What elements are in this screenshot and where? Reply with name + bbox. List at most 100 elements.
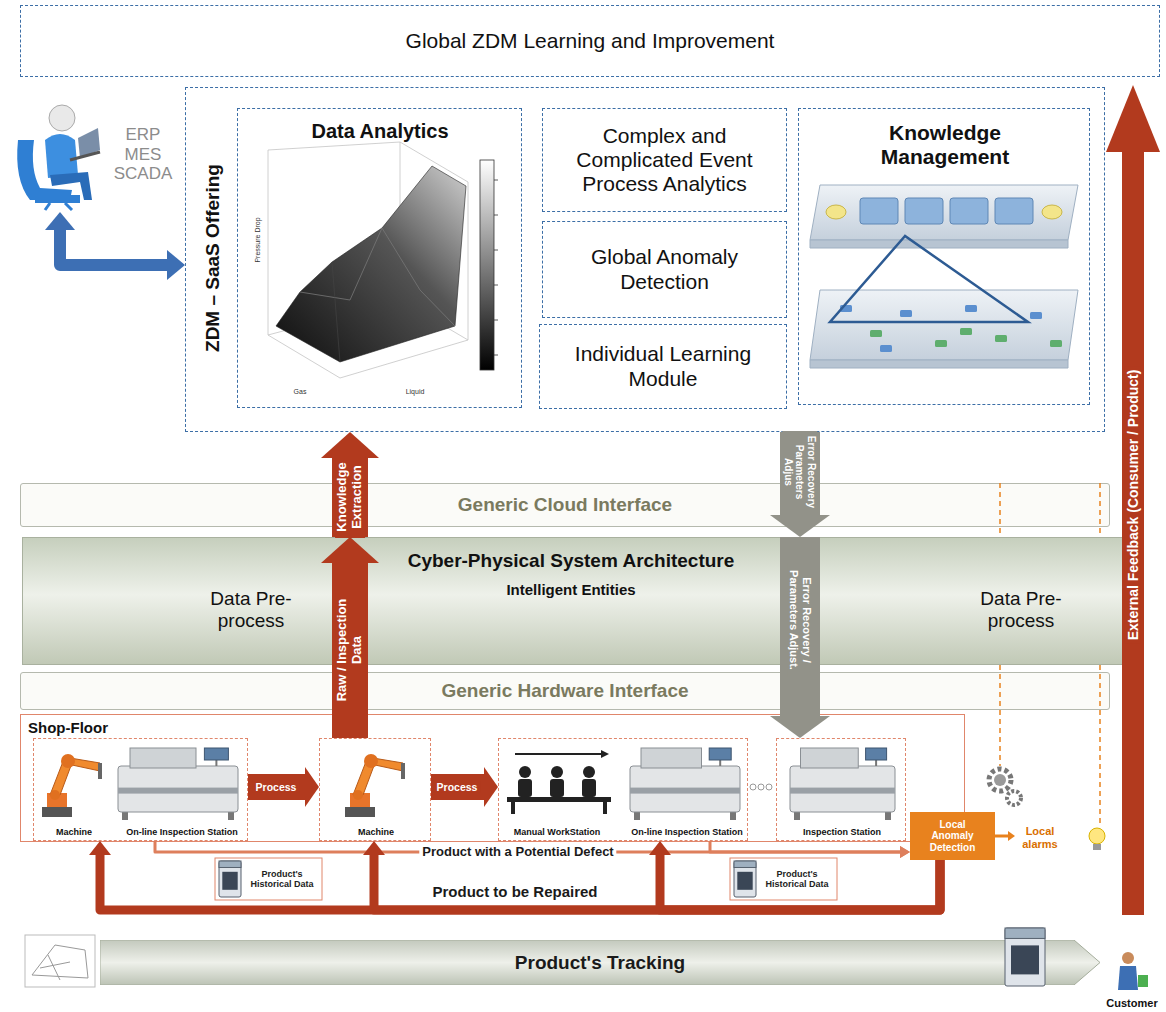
graphic-part: [810, 185, 1078, 240]
graphic-part: [353, 790, 363, 800]
bulb-icon: [1089, 828, 1105, 844]
band-title: Product's Tracking: [515, 952, 685, 974]
saas-frame: Data AnalyticsComplex and Complicated Ev…: [185, 87, 1105, 432]
graphic-part: [222, 872, 237, 890]
exchange-arrow: [60, 230, 167, 265]
data-tag: Product's Historical Data: [761, 869, 833, 890]
graphic-part: [1005, 928, 1045, 938]
station-caption: Inspection Station: [803, 827, 881, 837]
frame-title: Global ZDM Learning and Improvement: [406, 29, 775, 53]
graphic-part: [35, 195, 80, 203]
gear-icon: [989, 769, 1021, 805]
graphic-part: [494, 250, 498, 251]
graphic-part: [794, 812, 800, 820]
alarm-label: Local alarms: [1018, 825, 1062, 850]
tracking-band: Product's Tracking: [100, 940, 1100, 985]
graphic-part: [122, 812, 128, 820]
graphic-part: [228, 812, 234, 820]
graphic-part: [810, 240, 1068, 248]
graphic-part: [965, 305, 977, 312]
graphic-part: [885, 812, 891, 820]
cps-band: Cyber-Physical System ArchitectureIntell…: [22, 537, 1140, 665]
graphic-part: [630, 766, 740, 812]
graphic-part: [518, 779, 532, 797]
graphic-part: [515, 753, 601, 755]
graphic-part: [582, 779, 596, 797]
oven-icon: [219, 861, 241, 897]
graphic-part: [468, 182, 469, 340]
graphic-part: [826, 205, 846, 219]
continuation-dot: [750, 784, 756, 790]
data-tag-frame: [215, 858, 322, 900]
graphic-part: [32, 945, 88, 980]
robot-icon: [345, 754, 405, 817]
module-text: Individual Learning Module: [547, 342, 779, 390]
station-caption: On-line Inspection Station: [631, 827, 743, 837]
alarm-arrow: [1008, 831, 1015, 841]
graphic-part: [950, 198, 988, 224]
graphic-part: [45, 203, 50, 210]
station-group: Machine: [319, 738, 431, 841]
continuation-dot: [766, 784, 772, 790]
process-label: Data Pre-process: [189, 588, 314, 632]
graphic-part: [860, 198, 898, 224]
knowledge-illustration: [810, 185, 1078, 368]
graphic-part: [219, 861, 241, 897]
edge-label: Knowledge Extraction: [335, 456, 365, 538]
graphic-part: [494, 320, 498, 321]
graphic-part: [1118, 966, 1138, 990]
graphic-part: [801, 748, 859, 768]
graphic-part: [880, 345, 892, 352]
graphic-part: [494, 355, 498, 356]
band-outline: [100, 940, 1100, 985]
repair-line: [374, 855, 940, 910]
graphic-part: [1030, 312, 1042, 319]
graphic-part: [1050, 340, 1062, 347]
box-title: Knowledge Management: [865, 121, 1025, 169]
edge-label: Error Recovery Parameters Adjus: [783, 431, 818, 513]
graphic-part: [989, 769, 1011, 791]
graphic-part: [603, 802, 607, 814]
improvement-frame: Global ZDM Learning and Improvement: [20, 5, 1160, 77]
flow-arrow: [332, 563, 368, 738]
graphic-part: [630, 788, 740, 794]
graphic-part: [364, 754, 378, 768]
process-arrow: [248, 774, 305, 800]
robot-icon: [42, 754, 102, 817]
machine-icon: [630, 748, 740, 820]
graphic-part: [583, 766, 595, 778]
module-box: Global Anomaly Detection: [542, 221, 787, 318]
graphic-part: [300, 228, 455, 326]
interface-band: Generic Cloud Interface: [20, 483, 1110, 527]
graphic-part: [810, 360, 1068, 368]
oven-icon: [734, 861, 756, 897]
module-box: Individual Learning Module: [539, 324, 787, 409]
station-caption: Machine: [56, 827, 92, 837]
graphic-part: [995, 198, 1033, 224]
station-caption: On-line Inspection Station: [126, 827, 238, 837]
graphic-part: [401, 763, 405, 779]
graphic-part: [332, 262, 340, 362]
graphic-part: [1005, 928, 1045, 986]
graphic-part: [1042, 205, 1062, 219]
graphic-part: [601, 750, 609, 758]
machine-icon: [118, 748, 238, 820]
graphic-part: [866, 748, 887, 760]
surface-plot: [268, 142, 498, 378]
graphic-part: [550, 779, 564, 797]
axis-label: Liquid: [406, 388, 425, 396]
graphic-part: [790, 788, 895, 794]
graphic-part: [25, 935, 95, 987]
band-title: Generic Cloud Interface: [458, 494, 672, 516]
graphic-part: [1138, 975, 1148, 987]
graphic-part: [276, 166, 466, 362]
box-text: Local Anomaly Detection: [920, 819, 986, 854]
graphic-part: [730, 812, 736, 820]
graphic-part: [118, 766, 238, 812]
data-tag-frame: [730, 858, 837, 900]
graphic-part: [268, 142, 400, 150]
alarm-arrow: [995, 835, 1009, 838]
station-caption: Manual WorkStation: [514, 827, 600, 837]
